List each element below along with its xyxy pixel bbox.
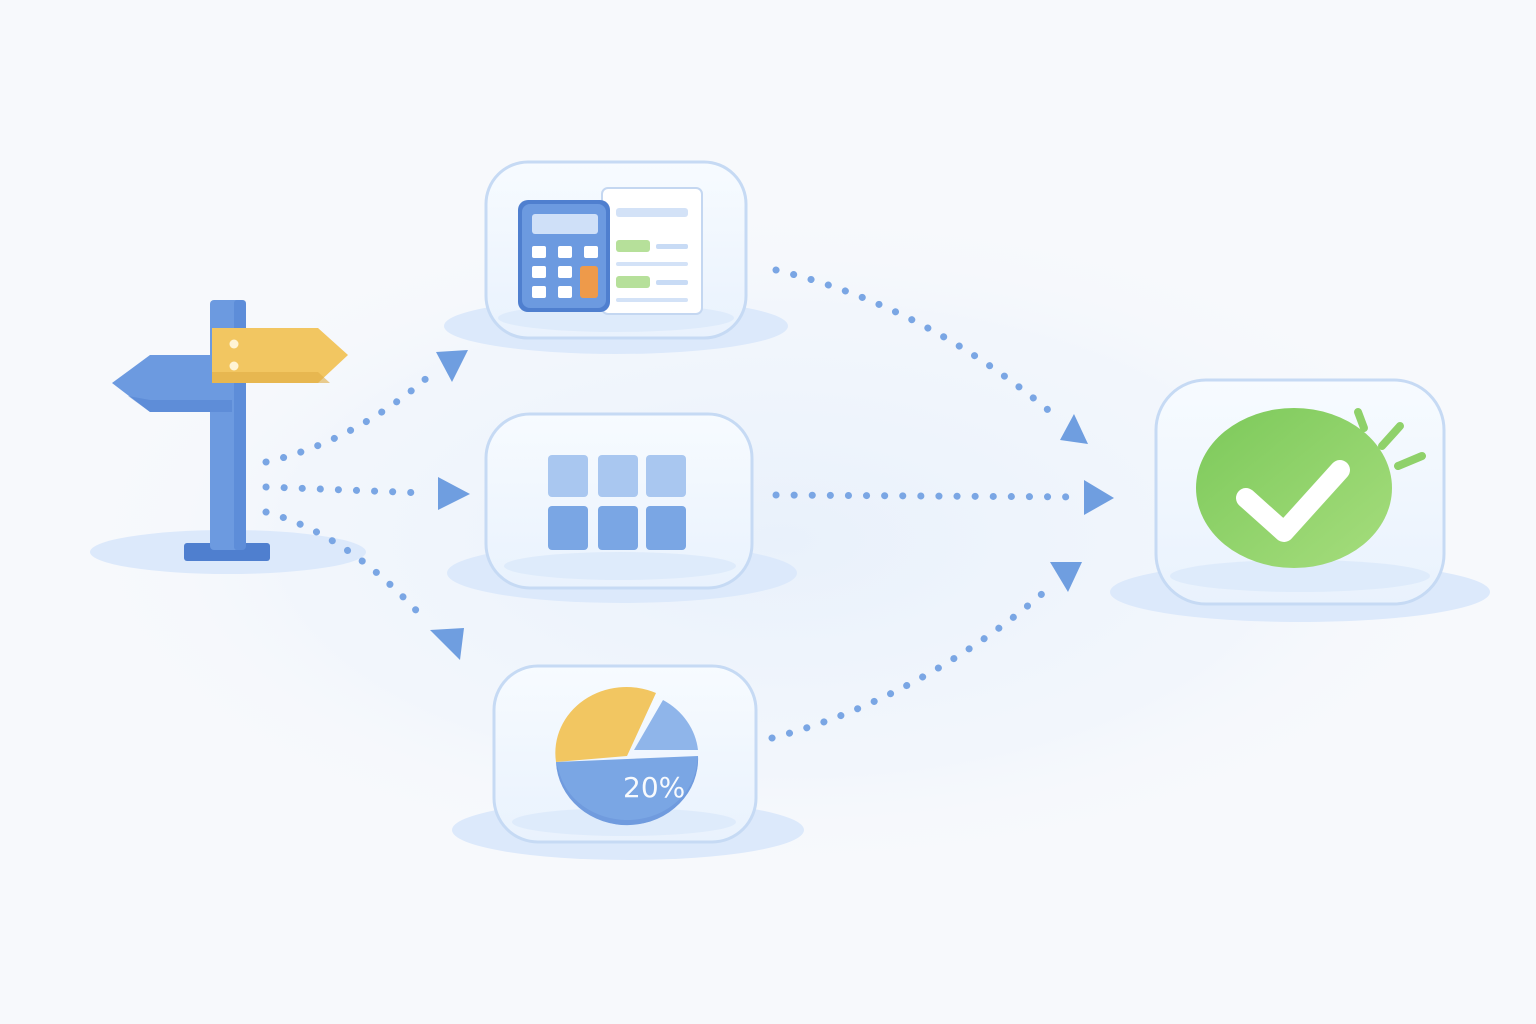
pie-percent-label: 20%	[623, 771, 685, 804]
arrowhead	[1084, 480, 1114, 515]
result-node	[1110, 378, 1490, 622]
connector-pie-to-result	[768, 562, 1082, 742]
checkmark-icon	[1196, 408, 1426, 568]
arrowhead	[1050, 562, 1082, 592]
connector-start-to-calculator	[262, 350, 468, 466]
connector-calculator-to-result	[772, 266, 1088, 444]
option-calculator-card	[444, 160, 788, 354]
signpost-node	[90, 300, 366, 574]
arrowhead	[1060, 414, 1088, 444]
arrowhead	[436, 350, 468, 382]
grid-icon	[548, 455, 686, 550]
calculator-document-icon	[518, 187, 703, 315]
signpost-icon	[112, 300, 348, 561]
arrowhead	[430, 628, 464, 660]
arrowhead	[438, 477, 470, 510]
background-wash	[60, 200, 1500, 880]
connector-start-to-grid	[262, 477, 470, 510]
option-grid-card	[447, 412, 797, 603]
connector-start-to-pie	[262, 508, 464, 660]
sparkle-lines	[1354, 408, 1426, 470]
option-pie-card: 20%	[452, 664, 804, 860]
connector-grid-to-result	[772, 480, 1114, 515]
pie-chart-icon: 20%	[555, 686, 699, 826]
